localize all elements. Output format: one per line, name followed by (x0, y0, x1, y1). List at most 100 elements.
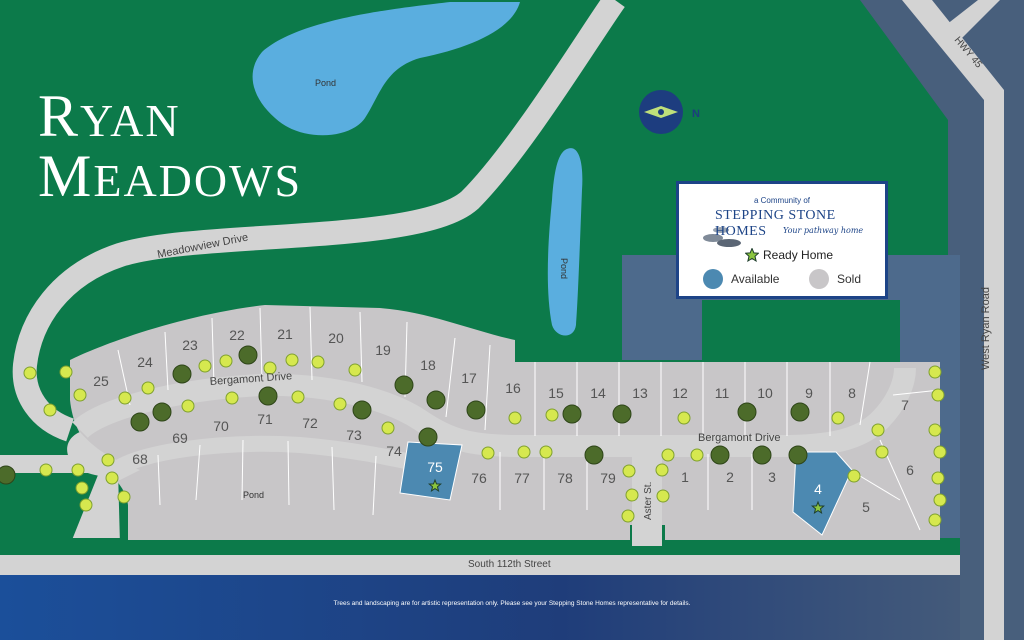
lot-70-label: 70 (213, 418, 229, 434)
tree-icon (79, 498, 93, 512)
ready-star-lot-75 (428, 478, 442, 493)
lot-24-label: 24 (137, 354, 153, 370)
lot-5-label: 5 (862, 499, 870, 515)
ready-star-icon (745, 248, 759, 262)
tree-icon (394, 375, 414, 395)
title-line-2: MEADOWS (38, 143, 303, 209)
tree-icon (931, 388, 945, 402)
lot-18-label: 18 (420, 357, 436, 373)
bergamont-drive-south (110, 435, 452, 478)
tree-icon (75, 481, 89, 495)
tree-icon (562, 404, 582, 424)
tree-icon (612, 404, 632, 424)
tree-icon (59, 365, 73, 379)
lot-9-label: 9 (805, 385, 813, 401)
disclaimer: Trees and landscaping are for artistic r… (333, 600, 691, 607)
lot-79-label: 79 (600, 470, 616, 486)
tree-icon (788, 445, 808, 465)
legend-slogan: Your pathway home (783, 226, 864, 235)
tree-icon (690, 448, 704, 462)
tree-icon (933, 493, 947, 507)
tree-icon (225, 391, 239, 405)
tree-icon (43, 403, 57, 417)
tree-icon (238, 345, 258, 365)
ready-star-lot-4 (811, 500, 825, 515)
tree-icon (263, 361, 277, 375)
tree-icon (23, 366, 37, 380)
south-112th-label: South 112th Street (468, 559, 551, 570)
compass-icon (639, 90, 683, 134)
tree-icon (348, 363, 362, 377)
lot-4-label: 4 (814, 481, 822, 497)
lot-divider (484, 344, 491, 431)
lot-22-label: 22 (229, 327, 245, 343)
lot-13-label: 13 (632, 385, 648, 401)
bergamont-drive-west-label: Bergamont Drive (209, 370, 292, 388)
bergamont-drive-east-label: Bergamont Drive (698, 432, 781, 444)
lot-divider (259, 307, 263, 381)
lot-divider (287, 440, 290, 506)
lot-6-label: 6 (906, 462, 914, 478)
title-line-1: RYAN (38, 83, 181, 149)
tree-icon (352, 400, 372, 420)
tree-icon (71, 463, 85, 477)
sold-swatch (809, 269, 829, 289)
tree-icon (710, 445, 730, 465)
tree-icon (508, 411, 522, 425)
tree-icon (219, 354, 233, 368)
tree-icon (831, 411, 845, 425)
lot-72-label: 72 (302, 415, 318, 431)
available-swatch (703, 269, 723, 289)
legend-ready: Ready Home (745, 248, 833, 262)
legend-available-label: Available (731, 272, 780, 286)
lot-divider (195, 444, 201, 501)
west-ryan-road-label: West Ryan Road (980, 287, 992, 370)
lot-15-label: 15 (548, 385, 564, 401)
tree-icon (118, 391, 132, 405)
tree-icon (105, 471, 119, 485)
tree-icon (625, 488, 639, 502)
trees (0, 345, 947, 527)
tree-icon (752, 445, 772, 465)
lot-68-label: 68 (132, 451, 148, 467)
lot-divider (241, 439, 244, 501)
tree-icon (847, 469, 861, 483)
lot-17-label: 17 (461, 370, 477, 386)
north-pond-label: Pond (315, 78, 336, 88)
tree-icon (655, 463, 669, 477)
tree-icon (661, 448, 675, 462)
tree-icon (481, 446, 495, 460)
legend-brand: STEPPING STONE HOMES (715, 208, 836, 239)
lot-21-label: 21 (277, 326, 293, 342)
tree-icon (933, 445, 947, 459)
lot-12-label: 12 (672, 385, 688, 401)
tree-icon (545, 408, 559, 422)
lot-10-label: 10 (757, 385, 773, 401)
tree-icon (39, 463, 53, 477)
tree-icon (117, 490, 131, 504)
tree-icon (285, 353, 299, 367)
lot-divider (157, 454, 161, 506)
tree-icon (258, 386, 278, 406)
lot-7-label: 7 (901, 397, 909, 413)
tree-icon (737, 402, 757, 422)
lot-20-label: 20 (328, 330, 344, 346)
bergamont-drive-north (72, 367, 916, 457)
hwy45-ramp (946, 0, 1000, 40)
tree-icon (311, 355, 325, 369)
legend-ready-label: Ready Home (763, 248, 834, 262)
tree-icon (333, 397, 347, 411)
lot-23-label: 23 (182, 337, 198, 353)
lot-divider (164, 331, 169, 391)
tree-icon (141, 381, 155, 395)
lot-77-label: 77 (514, 470, 530, 486)
south-112th-road (0, 555, 960, 575)
lot-3-label: 3 (768, 469, 776, 485)
lot-1-label: 1 (681, 469, 689, 485)
east-slate-area (860, 0, 1024, 640)
tree-icon (172, 364, 192, 384)
lot-4-shape (792, 451, 853, 536)
lot-71-label: 71 (257, 411, 273, 427)
legend-sold: Sold (809, 269, 861, 289)
tree-icon (517, 445, 531, 459)
